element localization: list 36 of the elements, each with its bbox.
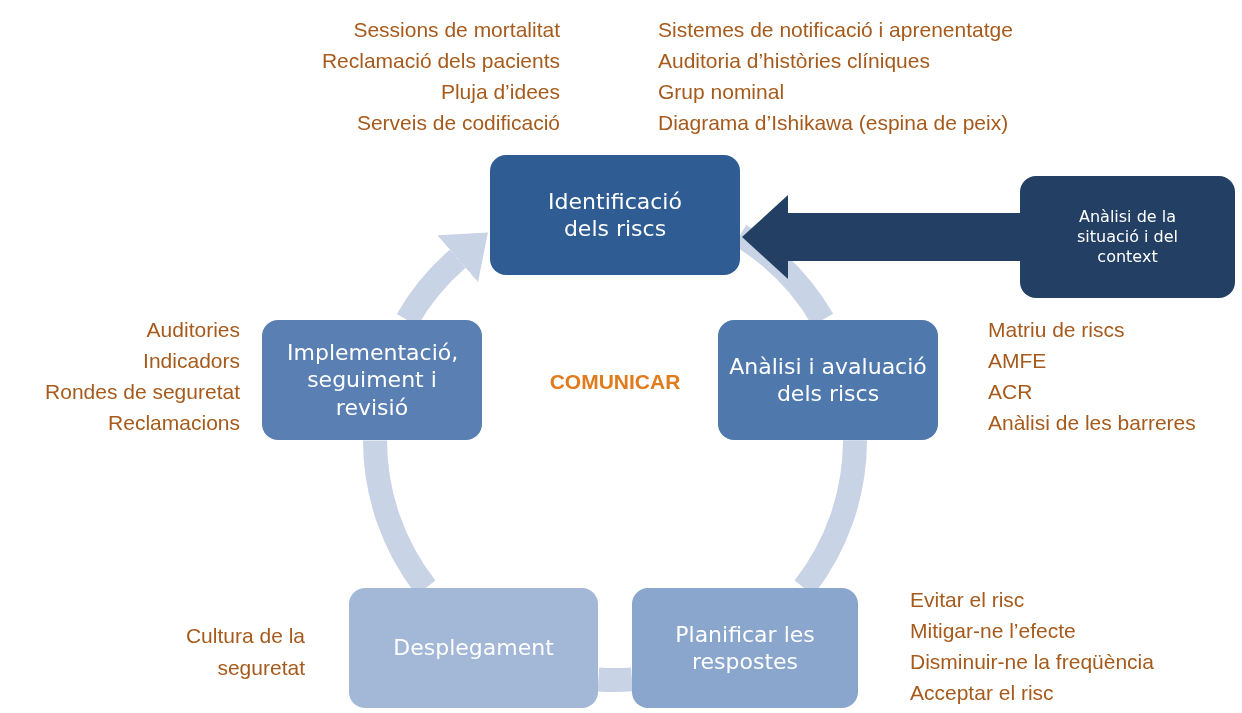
method-label: Mitigar-ne l’efecte bbox=[910, 618, 1077, 644]
method-label: ACR bbox=[988, 379, 1034, 405]
method-label: Acceptar el risc bbox=[910, 680, 1055, 706]
process-box bbox=[718, 320, 938, 440]
box-label: Desplegament bbox=[392, 634, 555, 662]
method-label: Diagrama d’Ishikawa (espina de peix) bbox=[658, 110, 1010, 136]
box-label: Anàlisi de la situació i del context bbox=[1075, 207, 1180, 267]
box-label: Implementació, seguiment i revisió bbox=[287, 338, 457, 422]
method-label: Evitar el risc bbox=[910, 587, 1026, 613]
method-label: Auditoria d’històries clíniques bbox=[658, 48, 931, 74]
process-box bbox=[632, 588, 858, 708]
box-label: Identificació dels riscs bbox=[547, 187, 683, 243]
method-label: AMFE bbox=[988, 348, 1048, 374]
arrow bbox=[742, 195, 1020, 279]
process-box bbox=[349, 588, 598, 708]
method-label: Rondes de seguretat bbox=[44, 379, 240, 405]
box-label: Anàlisi i avaluació dels riscs bbox=[728, 352, 928, 408]
method-label: Sessions de mortalitat bbox=[352, 17, 560, 43]
method-label: Grup nominal bbox=[658, 79, 786, 105]
method-label: Matriu de riscs bbox=[988, 317, 1126, 343]
process-box bbox=[262, 320, 482, 440]
center-label: COMUNICAR bbox=[548, 369, 682, 395]
method-label: Pluja d’idees bbox=[439, 79, 560, 105]
method-label: Auditories bbox=[145, 317, 240, 343]
method-label: Anàlisi de les barreres bbox=[988, 410, 1197, 436]
box-label: Planificar les respostes bbox=[674, 620, 816, 676]
method-label: Indicadors bbox=[142, 348, 240, 374]
method-label: Sistemes de notificació i aprenentatge bbox=[658, 17, 1014, 43]
method-label: Cultura de la seguretat bbox=[184, 623, 305, 681]
process-box bbox=[490, 155, 740, 275]
method-label: Serveis de codificació bbox=[355, 110, 560, 136]
input-box bbox=[1020, 176, 1235, 298]
method-label: Reclamació dels pacients bbox=[320, 48, 560, 74]
cycle-connector bbox=[597, 667, 633, 692]
method-label: Reclamacions bbox=[107, 410, 240, 436]
method-label: Disminuir-ne la freqüència bbox=[910, 649, 1155, 675]
